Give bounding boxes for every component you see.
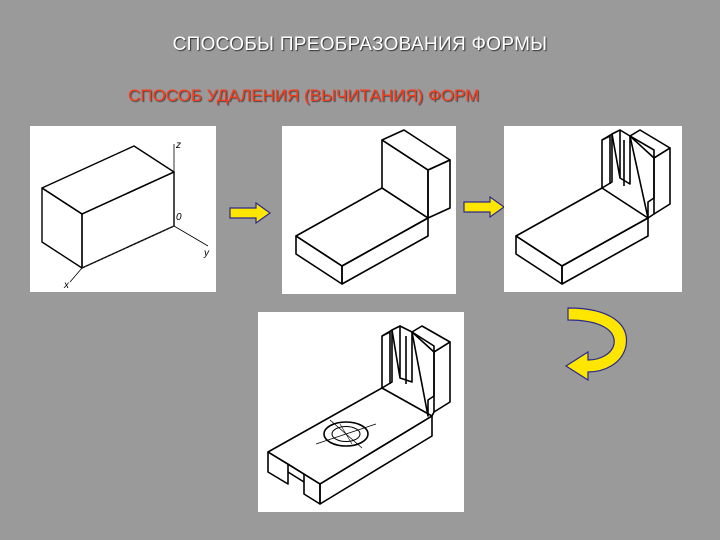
arrow-right-icon	[463, 196, 506, 218]
x-axis-label: x	[63, 280, 70, 291]
box-front-face	[41, 187, 83, 269]
hole-with-center-marks	[315, 419, 377, 449]
box-top-face	[41, 145, 175, 215]
box-right-face	[81, 171, 175, 269]
figure-final-part	[258, 312, 464, 512]
y-axis	[173, 225, 209, 247]
slide-title: СПОСОБЫ ПРЕОБРАЗОВАНИЯ ФОРМЫ	[172, 34, 548, 55]
curved-arrow-icon	[564, 307, 628, 382]
origin-label: 0	[176, 212, 182, 223]
figure-l-shape	[282, 126, 456, 294]
figure-box-with-axes: z y x 0	[30, 126, 216, 292]
slide-subtitle: СПОСОБ УДАЛЕНИЯ (ВЫЧИТАНИЯ) ФОРМ	[128, 86, 480, 105]
y-axis-label: y	[203, 248, 210, 259]
arrow-right-icon	[229, 202, 272, 224]
x-axis	[69, 267, 83, 283]
z-axis-label: z	[175, 140, 181, 151]
figure-l-shape-with-slot	[504, 126, 682, 292]
